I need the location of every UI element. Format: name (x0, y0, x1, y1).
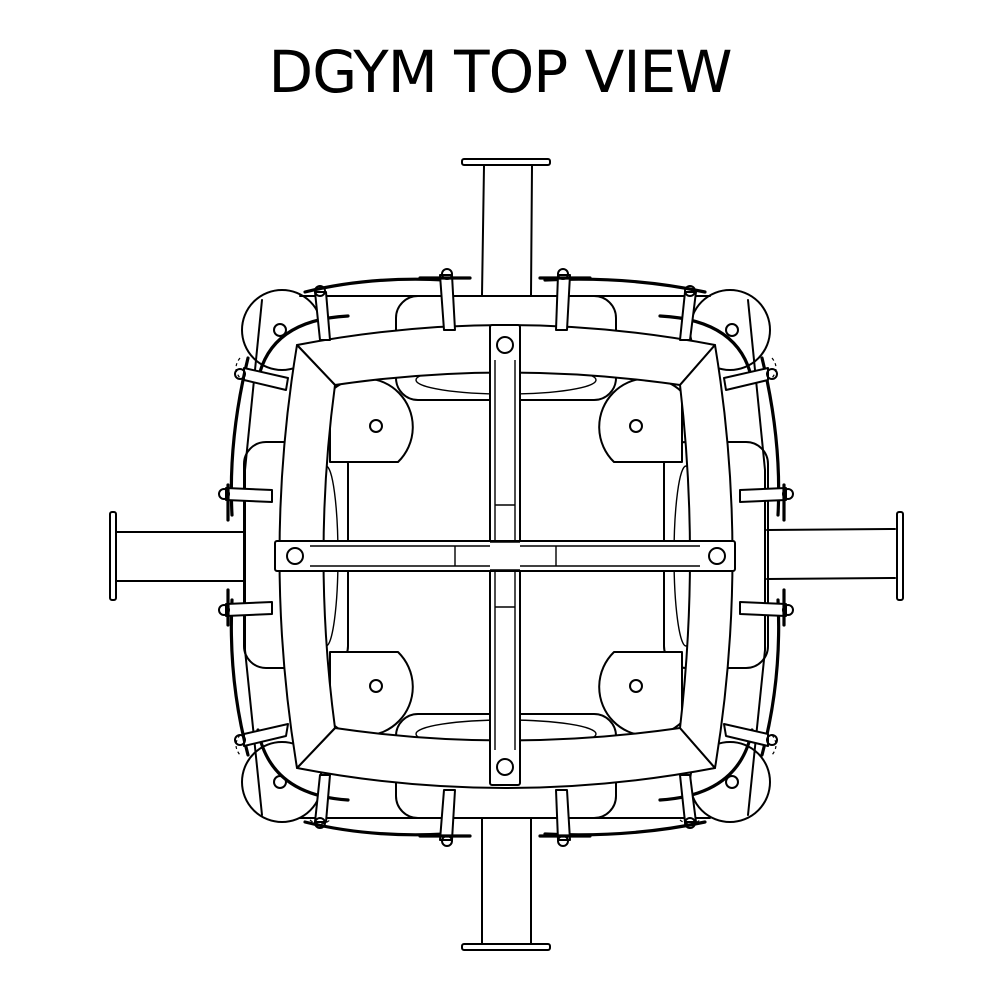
beam-end-pins (286, 336, 726, 776)
mounting-post-right (766, 511, 904, 601)
mounting-post-top (461, 158, 551, 296)
bolt-brackets (218, 268, 794, 847)
inner-pulleys (329, 377, 683, 737)
diagram-title: DGYM TOP VIEW (268, 38, 733, 106)
cross-beam-horizontal (274, 540, 736, 572)
post-collars (226, 276, 786, 838)
mounting-post-bottom (461, 817, 551, 951)
hidden-lines (235, 357, 777, 825)
mounting-post-left (109, 511, 245, 601)
